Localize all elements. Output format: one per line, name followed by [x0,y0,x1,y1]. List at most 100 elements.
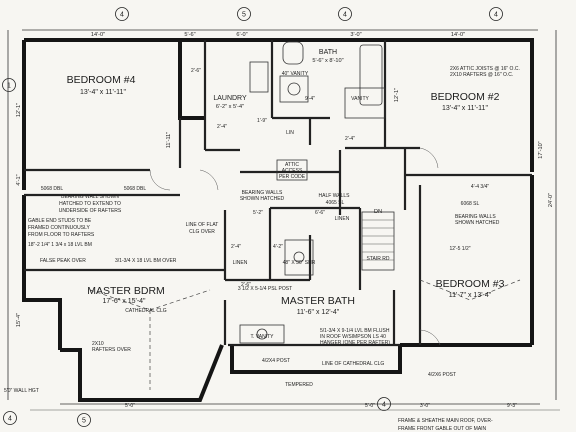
svg-text:9'-4": 9'-4" [305,96,315,102]
svg-text:3'-0": 3'-0" [420,403,430,409]
svg-text:2'-4": 2'-4" [345,136,355,142]
svg-text:6'-0": 6'-0" [236,32,247,38]
master-bath-name: MASTER BATH [281,295,355,307]
note-2x4-post: 4/2X4 POST [262,358,290,364]
note-gable-2: FRAMED CONTINUOUSLY [28,225,91,231]
note-5068b: 5068 DBL [124,186,146,192]
grid-marker-6: 4 [3,411,17,425]
bedroom3-name: BEDROOM #3 [436,278,505,290]
grid-marker-2: 5 [237,7,251,21]
fixtures [89,41,521,390]
note-frame-2: FRAME FRONT GABLE OUT OF MAIN [398,426,487,432]
svg-text:12'-5 1/2": 12'-5 1/2" [449,246,470,252]
note-lvl-beam-2: 3/1-3/4 X 18 LVL BM OVER [115,258,177,264]
svg-text:2'-4": 2'-4" [217,124,227,130]
svg-text:2'-4": 2'-4" [231,244,241,250]
note-flat-2: CLG OVER [189,229,215,235]
master-bdrm-size: 17'-6" x 15'-4" [102,298,146,305]
svg-text:5'-6": 5'-6" [184,32,195,38]
svg-text:14'-0": 14'-0" [91,32,105,38]
svg-text:11'-11": 11'-11" [166,132,172,149]
note-bearing-walls-r2: SHOWN HATCHED [455,220,500,226]
plan-notes: BEARING WALL SHOWN HATCHED TO EXTEND TO … [4,66,520,432]
svg-text:17'-10": 17'-10" [538,141,544,158]
svg-text:1: 1 [7,83,11,90]
note-vanity: VANITY [351,96,369,102]
svg-text:15'-4": 15'-4" [16,313,22,327]
room-labels: BEDROOM #4 13'-4" x 11'-11" LAUNDRY 6'-2… [67,49,505,316]
bath-size: 5'-6" x 8'-10" [312,58,343,64]
svg-text:12'-1": 12'-1" [16,103,22,117]
note-4065: 4065 SL [326,200,345,206]
laundry-size: 6'-2" x 5'-4" [216,104,244,110]
grid-marker-1: 4 [115,7,129,21]
note-false-peak: FALSE PEAK OVER [40,258,86,264]
note-underside: UNDERSIDE OF RAFTERS [59,208,122,214]
master-bdrm-note: CATHEDRAL CLG [125,308,167,314]
svg-text:3'-0": 3'-0" [350,32,361,38]
note-t-vanity: T. VANITY [251,334,275,340]
svg-text:4'-2": 4'-2" [273,244,283,250]
note-5068: 5068 DBL [41,186,63,192]
note-lin: LIN [286,130,294,136]
note-stair-rd: STAIR RD [367,256,390,262]
note-beam-flush-1: 5/1-3/4 X 9-1/4 LVL BM FLUSH [320,328,390,334]
grid-marker-7: 5 [77,413,91,427]
note-tempered: TEMPERED [285,382,313,388]
bedroom4-size: 13'-4" x 11'-11" [80,89,126,96]
bath-name: BATH [319,49,337,56]
note-hatched: HATCHED TO EXTEND TO [59,201,121,207]
note-6068: 6068 SL [461,201,480,207]
svg-text:12'-1": 12'-1" [394,88,400,102]
svg-text:4: 4 [120,12,124,19]
master-bath-size: 11'-6" x 12'-4" [297,309,340,316]
svg-text:14'-0": 14'-0" [451,32,465,38]
grid-marker-4: 4 [489,7,503,21]
svg-text:5'-2": 5'-2" [253,210,263,216]
note-40-vanity: 40" VANITY [282,71,309,77]
bedroom3-size: 11'-7" x 13'-4" [449,292,492,299]
note-half-walls: HALF WALLS [319,193,351,199]
grid-marker-5: 1 [2,78,16,92]
svg-text:4: 4 [8,416,12,423]
master-bdrm-name: MASTER BDRM [87,285,165,297]
laundry-name: LAUNDRY [213,95,247,102]
bedroom4-name: BEDROOM #4 [67,74,136,86]
svg-text:4: 4 [343,12,347,19]
svg-text:9'-3": 9'-3" [507,403,517,409]
note-attic-2: ACCESS [282,168,303,174]
svg-text:5'-0": 5'-0" [365,403,375,409]
dimension-text: 14'-0" 5'-6" 6'-0" 3'-0" 14'-0" 12'-1" 4… [16,32,554,409]
note-dn: DN [374,209,382,215]
svg-text:6'-6": 6'-6" [315,210,325,216]
note-bearing-walls-1: BEARING WALLS [242,190,283,196]
svg-text:5: 5 [242,12,246,19]
svg-text:2'-6": 2'-6" [241,282,251,288]
grid-markers: 4 5 4 4 1 4 5 4 [2,7,503,427]
svg-text:4: 4 [382,402,386,409]
note-gable-3: FROM FLOOR TO RAFTERS [28,232,95,238]
note-linen: LINEN [335,216,350,222]
bedroom2-name: BEDROOM #2 [431,91,500,103]
note-lvl-post: 3 1/2 X 5-1/4 PSL POST [238,286,292,292]
svg-text:24'-0": 24'-0" [548,193,554,207]
note-frame-1: FRAME & SHEATHE MAIN ROOF, OVER- [398,418,493,424]
svg-text:1'-9": 1'-9" [257,118,267,124]
note-rafters-2: RAFTERS OVER [92,347,131,353]
svg-text:4'-1": 4'-1" [16,174,22,185]
note-lvl-beam: 18"-2 1/4" 1 3/4 x 18 LVL BM [28,242,92,248]
note-post-right: 4/2X6 POST [428,372,456,378]
note-linen-2: LINEN [233,260,248,266]
note-attic-3: PER CODE [279,174,306,180]
note-flat-1: LINE OF FLAT [186,222,219,228]
note-beam-flush-3: HANGER (ONE PER RAFTER) [320,340,390,346]
note-bearing-walls-r1: BEARING WALLS [455,214,496,220]
note-wall-hgt: 5'0" WALL HGT [4,388,39,394]
note-bearing-walls-2: SHOWN HATCHED [240,196,285,202]
svg-text:5'-0": 5'-0" [125,403,135,409]
note-attic-1: ATTIC [285,162,299,168]
dimension-lines [7,29,560,411]
note-bearing-wall: BEARING WALL SHOWN [61,194,119,200]
note-beam-flush-2: IN ROOF W/SIMPSON LS 40 [320,334,386,340]
